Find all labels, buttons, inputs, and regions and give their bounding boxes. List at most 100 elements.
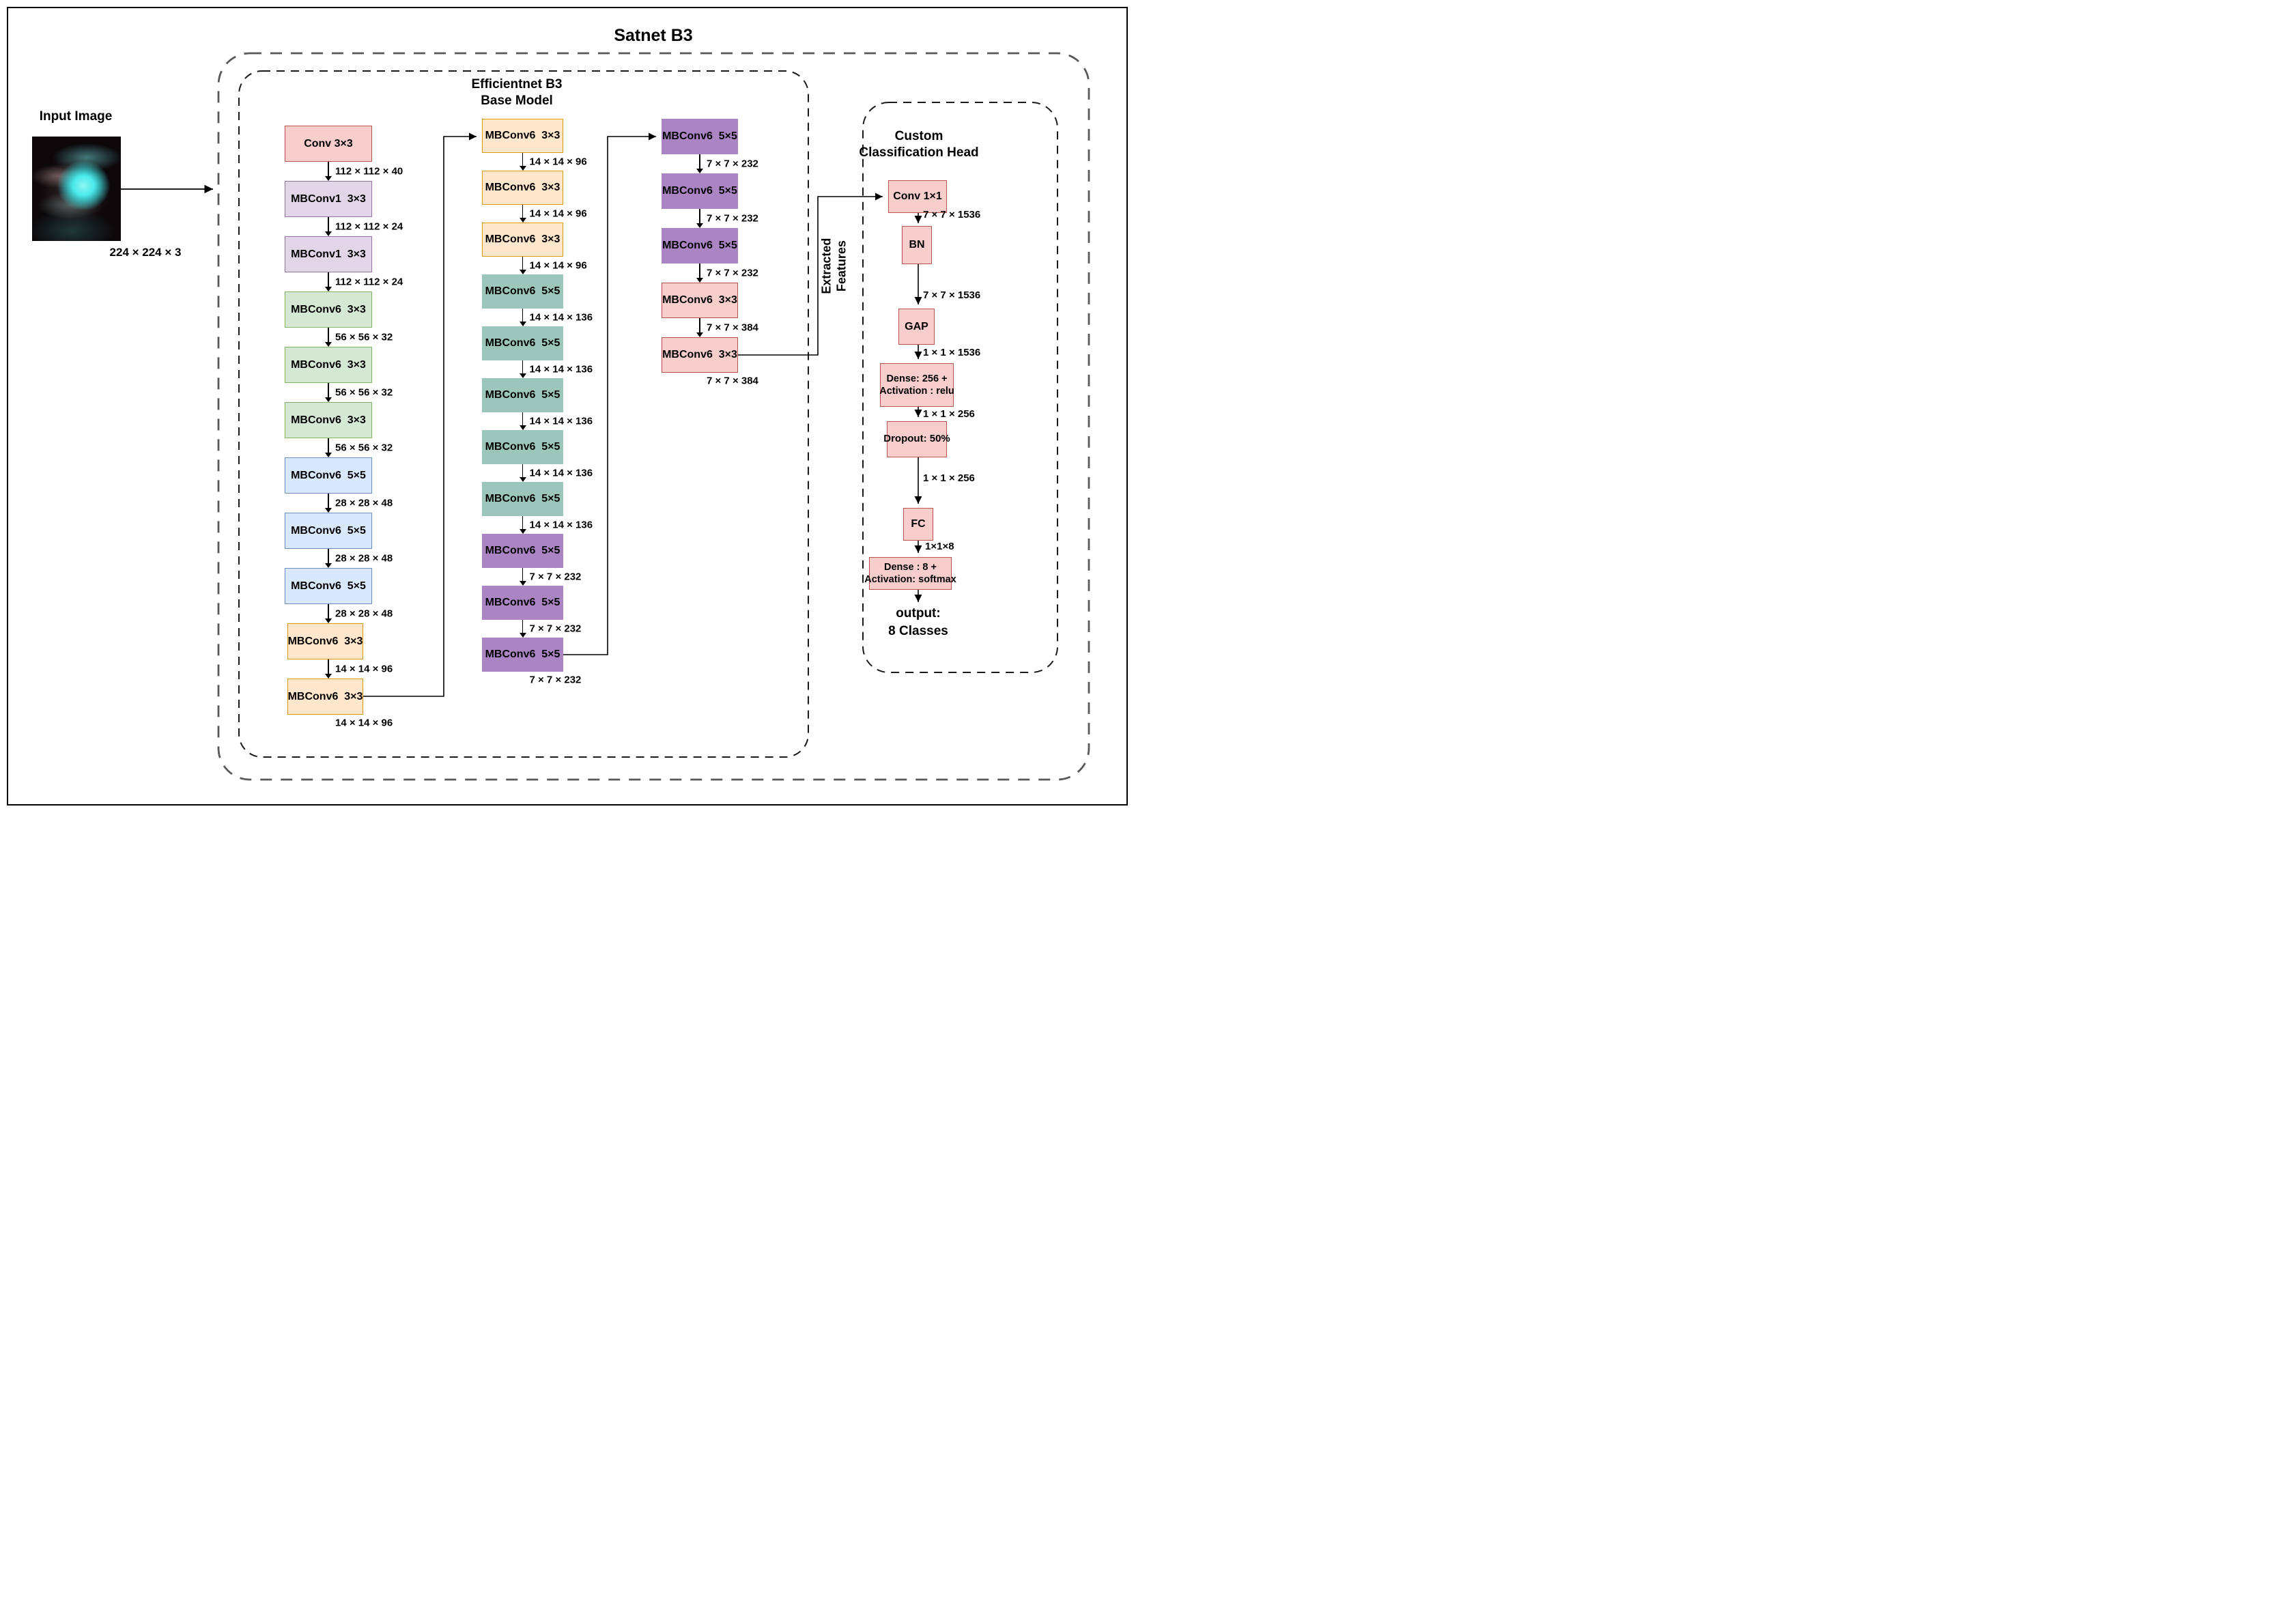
dimension-label: 14 × 14 × 96 (529, 259, 587, 272)
arrow-row: 14 × 14 × 136 (482, 309, 593, 326)
dimension-label: 28 × 28 × 48 (335, 552, 393, 565)
block-mbconv6-5-5: MBConv6 5×5 (482, 586, 563, 620)
block-mbconv6-5-5: MBConv6 5×5 (662, 119, 738, 154)
block-dense-relu: Dense: 256 + Activation : relu (879, 363, 954, 407)
block-label: MBConv6 3×3 (287, 690, 363, 702)
block-mbconv6-3-3: MBConv6 3×3 (662, 283, 738, 318)
arrow-row: 14 × 14 × 96 (482, 205, 587, 223)
dimension-label: 28 × 28 × 48 (335, 608, 393, 620)
block-label: MBConv6 5×5 (485, 493, 560, 504)
dimension-label: 56 × 56 × 32 (335, 331, 393, 343)
block-label: MBConv1 3×3 (291, 248, 366, 260)
block-label: MBConv6 5×5 (485, 649, 560, 660)
arrow-row: 7 × 7 × 232 (662, 154, 758, 173)
classification-head-title: Custom Classification Head (837, 128, 1001, 161)
arrow-row: 7 × 7 × 232 (482, 620, 581, 638)
dimension-label: 14 × 14 × 136 (529, 311, 593, 324)
block-gap: GAP (898, 309, 935, 345)
block-mbconv6-3-3: MBConv6 3×3 (287, 623, 363, 659)
arrow-row: 112 × 112 × 24 (285, 217, 403, 236)
outer-frame (7, 7, 1128, 806)
arrow-row: 14 × 14 × 96 (482, 257, 587, 274)
block-mbconv6-5-5: MBConv6 5×5 (482, 430, 563, 464)
dimension-label: 14 × 14 × 96 (335, 663, 393, 675)
block-label: Conv 3×3 (304, 137, 353, 149)
block-conv-1x1: Conv 1×1 (888, 180, 947, 213)
block-batch-norm: BN (902, 226, 932, 264)
block-label: MBConv6 3×3 (485, 130, 560, 141)
block-label: MBConv6 3×3 (291, 303, 366, 315)
block-mbconv6-5-5: MBConv6 5×5 (482, 638, 563, 672)
dimension-label: 112 × 112 × 40 (335, 165, 403, 177)
arrow-row: 56 × 56 × 32 (285, 328, 393, 347)
arrow-row: 7 × 7 × 384 (662, 318, 758, 337)
hurricane-satellite-image (32, 137, 121, 241)
dimension-label: 14 × 14 × 96 (335, 717, 393, 729)
block-mbconv6-5-5: MBConv6 5×5 (285, 513, 372, 549)
block-label: MBConv6 5×5 (485, 337, 560, 349)
dimension-label: 7 × 7 × 232 (707, 212, 758, 225)
block-label: MBConv6 5×5 (485, 389, 560, 401)
dimension-label: 14 × 14 × 136 (529, 519, 593, 531)
block-label: MBConv6 5×5 (291, 469, 366, 481)
block-dropout: Dropout: 50% (883, 421, 950, 457)
block-label: MBConv6 3×3 (485, 233, 560, 245)
tail-label-row: 7 × 7 × 232 (482, 672, 582, 689)
base-model-title-line1: Efficientnet B3 (471, 77, 563, 91)
block-label: MBConv6 3×3 (291, 414, 366, 426)
dimension-label: 1 × 1 × 256 (923, 472, 975, 484)
block-label: Dense: 256 + (886, 373, 948, 384)
block-label: MBConv6 5×5 (291, 524, 366, 537)
block-label: MBConv6 3×3 (662, 294, 737, 306)
block-mbconv1-3-3: MBConv1 3×3 (285, 181, 372, 217)
block-mbconv1-3-3: MBConv1 3×3 (285, 236, 372, 272)
arrow-row: 14 × 14 × 136 (482, 360, 593, 378)
dimension-label: 14 × 14 × 96 (529, 156, 587, 168)
arrow-row: 28 × 28 × 48 (285, 494, 393, 513)
block-label: FC (911, 518, 926, 530)
block-label: BN (909, 239, 925, 251)
arrow-row: 112 × 112 × 40 (285, 162, 403, 181)
block-mbconv6-5-5: MBConv6 5×5 (285, 568, 372, 604)
output-label: output: 8 Classes (864, 605, 973, 640)
arrow-row: 112 × 112 × 24 (285, 272, 403, 291)
block-mbconv6-3-3: MBConv6 3×3 (482, 119, 563, 153)
block-label: MBConv6 5×5 (662, 185, 737, 197)
block-mbconv6-3-3: MBConv6 3×3 (662, 337, 738, 373)
extracted-features-label: Extracted Features (819, 215, 849, 317)
block-label-line2: Activation : relu (879, 386, 954, 397)
block-dense-softmax: Dense : 8 + Activation: softmax (864, 557, 956, 590)
dimension-label: 7 × 7 × 384 (707, 322, 758, 334)
block-label: MBConv6 3×3 (485, 182, 560, 193)
block-label: Dropout: 50% (883, 433, 950, 445)
block-label: GAP (905, 320, 928, 332)
block-fc: FC (903, 508, 933, 541)
input-dimension-label: 224 × 224 × 3 (109, 246, 182, 259)
block-label: MBConv6 3×3 (287, 635, 363, 647)
base-model-title-line2: Base Model (481, 93, 553, 108)
tail-label-row: 7 × 7 × 384 (662, 373, 758, 390)
dimension-label: 28 × 28 × 48 (335, 497, 393, 509)
block-mbconv6-5-5: MBConv6 5×5 (482, 326, 563, 360)
arrow-row: 14 × 14 × 96 (482, 153, 587, 171)
block-mbconv6-3-3: MBConv6 3×3 (482, 171, 563, 205)
block-mbconv6-3-3: MBConv6 3×3 (285, 402, 372, 438)
dimension-label: 14 × 14 × 136 (529, 467, 593, 479)
block-label-line2: Activation: softmax (864, 574, 956, 585)
dimension-label: 56 × 56 × 32 (335, 442, 393, 454)
dimension-label: 7 × 7 × 232 (529, 623, 582, 635)
block-label: Dense : 8 + (884, 561, 937, 573)
dimension-label: 7 × 7 × 232 (529, 571, 582, 583)
dimension-label: 7 × 7 × 232 (707, 158, 758, 170)
arrow-row: 56 × 56 × 32 (285, 383, 393, 402)
dimension-label: 1 × 1 × 1536 (923, 347, 981, 358)
block-mbconv6-3-3: MBConv6 3×3 (287, 679, 363, 715)
block-label: MBConv6 5×5 (485, 285, 560, 297)
block-mbconv6-5-5: MBConv6 5×5 (662, 173, 738, 209)
dimension-label: 7 × 7 × 1536 (923, 289, 981, 301)
dimension-label: 14 × 14 × 136 (529, 415, 593, 427)
block-label: MBConv6 5×5 (662, 240, 737, 251)
extracted-features-line2: Features (834, 240, 848, 292)
